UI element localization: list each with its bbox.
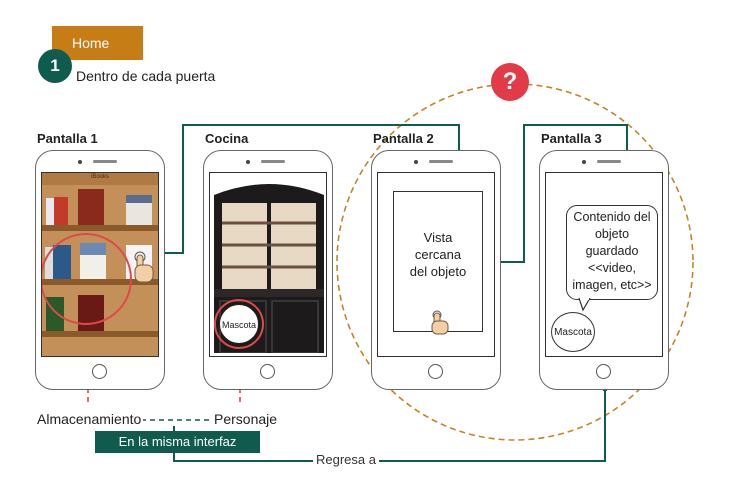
closeup-text: Vista cercana del objeto bbox=[394, 229, 482, 280]
step-description: Dentro de cada puerta bbox=[76, 68, 216, 84]
content-line-5: imagen, etc>> bbox=[572, 278, 652, 292]
closeup-screen bbox=[377, 172, 495, 357]
mascot-badge-pantalla-3[interactable]: Mascota bbox=[551, 312, 595, 352]
closeup-line-1: Vista bbox=[423, 230, 453, 245]
screen-title-cocina: Cocina bbox=[205, 131, 249, 146]
content-line-1: Contenido del bbox=[573, 210, 651, 224]
phone-cocina: Mascota bbox=[203, 150, 333, 390]
step-number-badge: 1 bbox=[38, 49, 72, 83]
mascot-badge-cocina[interactable]: Mascota bbox=[219, 304, 259, 344]
closeup-line-3: del objeto bbox=[409, 264, 467, 279]
character-label: Personaje bbox=[213, 411, 278, 427]
cabinet-screen[interactable]: Mascota bbox=[209, 172, 327, 357]
content-line-2: objeto bbox=[594, 227, 630, 241]
content-line-3: guardado bbox=[585, 244, 639, 258]
connector-p1-p2 bbox=[150, 124, 460, 254]
connector-p2-p3 bbox=[484, 124, 628, 263]
same-interface-banner: En la misma interfaz bbox=[95, 431, 260, 453]
content-screen bbox=[545, 172, 663, 357]
dashed-focus-circle bbox=[336, 83, 694, 441]
screen-title-pantalla-2: Pantalla 2 bbox=[373, 131, 434, 146]
returns-to-label: Regresa a bbox=[313, 452, 379, 467]
tap-hand-icon bbox=[431, 310, 449, 335]
question-icon[interactable]: ? bbox=[491, 63, 529, 101]
content-speech-bubble: Contenido del objeto guardado <<video, i… bbox=[566, 205, 658, 300]
phone-pantalla-1: iBooks bbox=[35, 150, 165, 390]
storage-highlight-circle bbox=[42, 233, 132, 325]
closeup-view-box[interactable]: Vista cercana del objeto bbox=[393, 191, 483, 335]
storage-label: Almacenamiento bbox=[37, 411, 144, 427]
bookshelf-header: iBooks bbox=[90, 174, 109, 180]
screen-title-pantalla-1: Pantalla 1 bbox=[37, 131, 98, 146]
tap-hand-icon bbox=[134, 251, 154, 283]
content-line-4: <<video, bbox=[588, 261, 636, 275]
closeup-line-2: cercana bbox=[414, 247, 462, 262]
character-highlight-circle: Mascota bbox=[214, 299, 264, 349]
bookshelf-screen[interactable]: iBooks bbox=[41, 172, 159, 357]
screen-title-pantalla-3: Pantalla 3 bbox=[541, 131, 602, 146]
bubble-tail bbox=[578, 298, 591, 312]
